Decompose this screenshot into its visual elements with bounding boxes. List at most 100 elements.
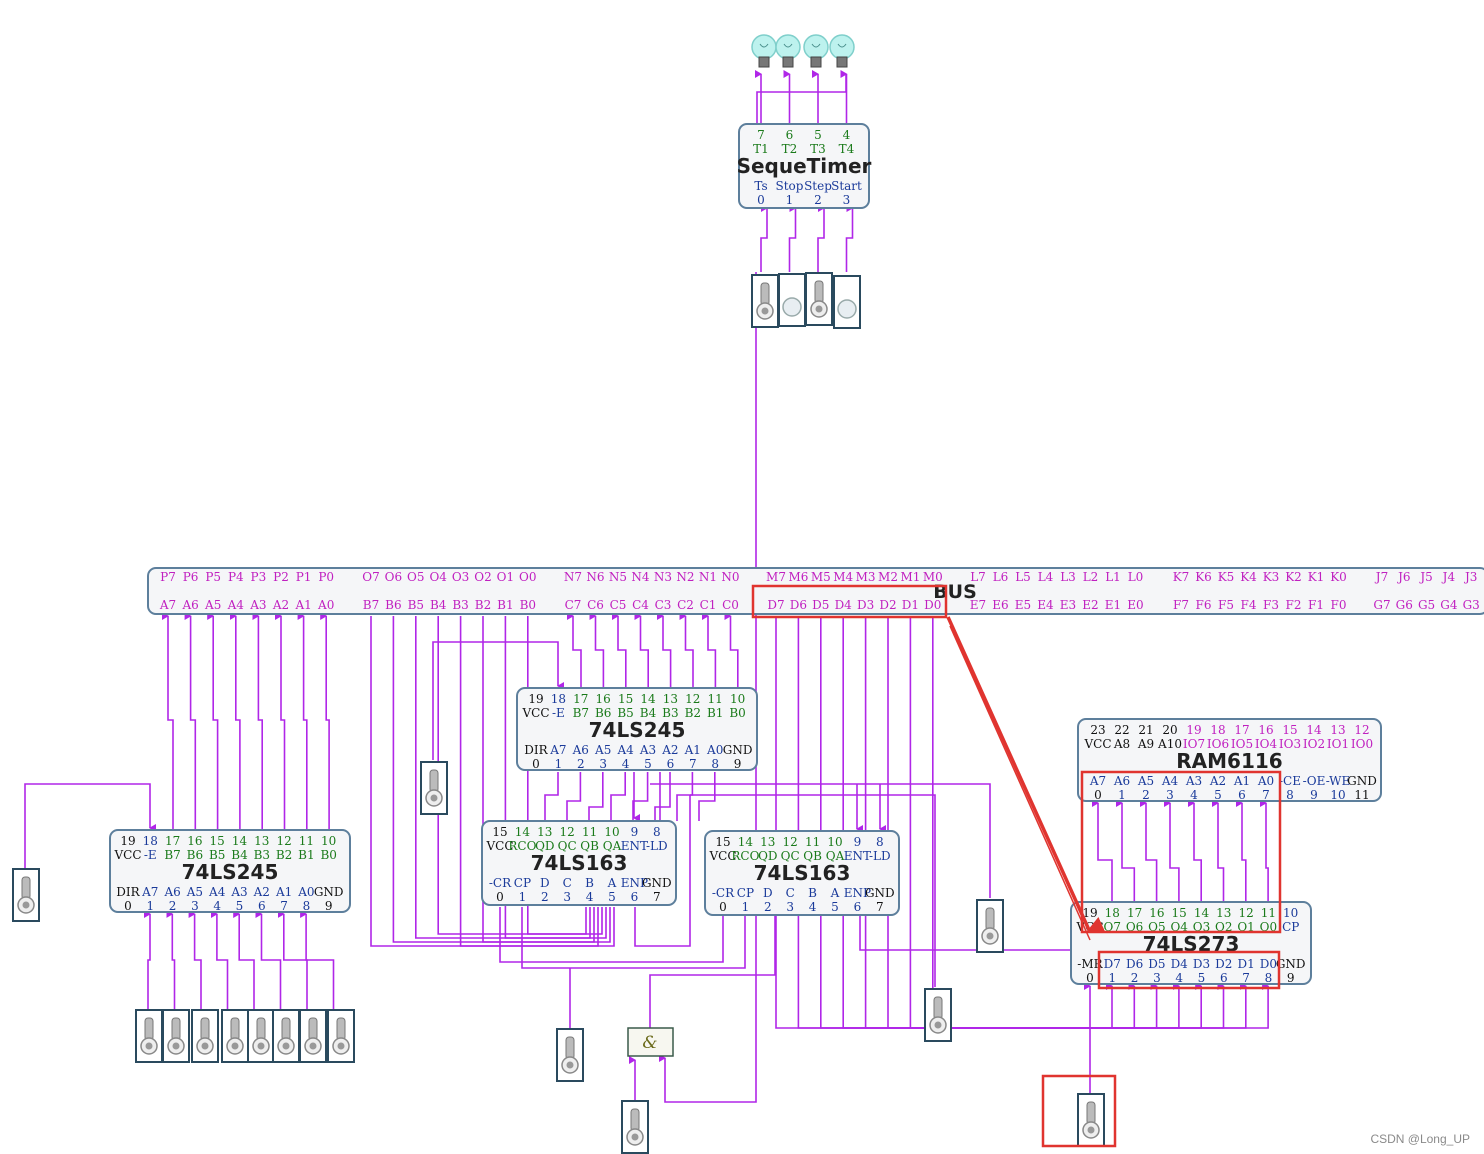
bus-bottom-pin-label: C7 — [565, 598, 582, 612]
ls163_a-pin-number: 14 — [515, 825, 531, 839]
ls163_b-pin-number: 4 — [809, 900, 817, 914]
ls163_a-pin-label: D — [540, 876, 550, 890]
ls245_mid-pin-label: A4 — [616, 743, 634, 757]
watermark: CSDN @Long_UP — [1370, 1132, 1470, 1146]
sequetimer-pin-number: 2 — [814, 193, 822, 207]
ls273-pin-label: D4 — [1171, 957, 1189, 971]
ls163_b-pin-number: 5 — [831, 900, 839, 914]
bus-bottom-pin-label: E0 — [1127, 598, 1143, 612]
bus-top-pin-label: N7 — [564, 570, 582, 584]
bus-top-pin-label: M6 — [788, 570, 808, 584]
push-button — [833, 275, 861, 329]
ls273-pin-number: 12 — [1238, 906, 1253, 920]
ls163_b-pin-number: 15 — [715, 835, 730, 849]
ls245_left-pin-label: B6 — [187, 848, 203, 862]
wire-and-out — [649, 916, 776, 1028]
ls163_a-pin-label: QB — [580, 839, 599, 853]
bus-title: BUS — [933, 581, 977, 603]
ls163_a-pin-label: -LD — [646, 839, 668, 853]
toggle-switch-data-in — [162, 1009, 190, 1063]
wire-bus-to-273 — [775, 616, 1113, 1029]
ls163_b-chip — [704, 830, 900, 916]
ls163_b-pin-number: 14 — [738, 835, 754, 849]
ram6116-pin-number: 22 — [1114, 723, 1129, 737]
wire-ctrl-right2 — [690, 794, 936, 987]
ls273-pin-number: 7 — [1242, 971, 1250, 985]
ls245_left-pin-label: B0 — [320, 848, 336, 862]
ls163_b-pin-label: B — [808, 886, 817, 900]
light-bulb-icon — [775, 34, 801, 68]
wire-enp-b — [859, 916, 1070, 951]
bus-bottom-pin-label: E5 — [1015, 598, 1031, 612]
ls245_mid-pin-number: 12 — [685, 692, 700, 706]
ls273-pin-label: D7 — [1104, 957, 1121, 971]
ls245_left-pin-number: 19 — [120, 834, 135, 848]
ram6116-pin-number: 16 — [1258, 723, 1273, 737]
bus-bottom-pin-label: E7 — [970, 598, 986, 612]
push-button — [778, 273, 806, 327]
ls245_mid-pin-number: 0 — [532, 757, 540, 771]
ls273-pin-number: 15 — [1172, 906, 1187, 920]
bus-bottom-pin-label: A6 — [181, 598, 198, 612]
ls163_a-pin-number: 0 — [496, 890, 504, 904]
bus-top-pin-label: P2 — [273, 570, 289, 584]
bus-bottom-pin-label: B4 — [430, 598, 447, 612]
wire-enable-left — [24, 783, 156, 870]
ls245_left-pin-label: B4 — [231, 848, 248, 862]
bus-bottom-pin-label: B1 — [497, 598, 513, 612]
bus — [147, 567, 1484, 615]
ls163_a-pin-label: ENP — [621, 876, 648, 890]
light-bulb-icon — [829, 34, 855, 68]
ls163_b-pin-label: A — [830, 886, 840, 900]
bus-bottom-pin-label: B0 — [520, 598, 536, 612]
bus-bottom-pin-label: D5 — [812, 598, 829, 612]
ls163_b-pin-label: D — [763, 886, 773, 900]
ram6116-pin-number: 1 — [1118, 788, 1126, 802]
ls163_a-pin-number: 10 — [604, 825, 619, 839]
wire-switch-to-245left — [144, 910, 151, 1010]
bus-bottom-pin-label: D4 — [835, 598, 853, 612]
ram6116-chip — [1077, 718, 1382, 802]
bus-bottom-pin-label: D7 — [767, 598, 784, 612]
bus-bottom-pin-label: G3 — [1463, 598, 1480, 612]
ls245_mid-pin-label: GND — [723, 743, 753, 757]
ls245_left-chip — [109, 829, 351, 913]
bus-bottom-pin-label: A4 — [227, 598, 245, 612]
ls245_mid-pin-number: 4 — [622, 757, 630, 771]
ls273-pin-number: 16 — [1149, 906, 1164, 920]
ls163_a-pin-number: 13 — [537, 825, 552, 839]
bus-top-pin-label: K6 — [1195, 570, 1212, 584]
sequetimer-pin-number: 3 — [843, 193, 851, 207]
ls245_left-pin-label: A1 — [275, 885, 292, 899]
ls245_mid-pin-number: 16 — [596, 692, 611, 706]
wire-163-to-245mid — [654, 772, 671, 821]
ls163_b-pin-label: CP — [737, 886, 754, 900]
bus-bottom-pin-label: G5 — [1418, 598, 1435, 612]
bus-bottom-pin-label: B5 — [408, 598, 424, 612]
ls273-pin-label: D0 — [1260, 957, 1277, 971]
bus-top-pin-label: N0 — [721, 570, 739, 584]
ls163_a-pin-number: 8 — [653, 825, 661, 839]
ram6116-pin-number: 10 — [1330, 788, 1345, 802]
sequetimer-pin-number: 7 — [757, 128, 765, 142]
bus-top-pin-label: M3 — [856, 570, 876, 584]
wire-bus-to-163a — [459, 616, 599, 947]
ls245_left-pin-label: A2 — [253, 885, 270, 899]
bus-top-pin-label: L0 — [1128, 570, 1144, 584]
component-layer: & — [12, 34, 1105, 1154]
ls163_b-pin-number: 12 — [783, 835, 798, 849]
ls245_mid-pin-label: B7 — [573, 706, 589, 720]
wire-switch-to-timer — [788, 204, 797, 272]
ram6116-pin-number: 7 — [1262, 788, 1270, 802]
ls245_mid-pin-label: A6 — [572, 743, 589, 757]
ls245_left-pin-number: 12 — [276, 834, 291, 848]
ram6116-pin-label: GND — [1347, 774, 1377, 788]
wire-enp — [634, 795, 691, 947]
ls245_left-pin-number: 13 — [254, 834, 269, 848]
bus-bottom-pin-label: E1 — [1105, 598, 1121, 612]
bus-top-pin-label: N5 — [609, 570, 627, 584]
ls245_left-pin-number: 11 — [299, 834, 314, 848]
ram6116-pin-number: 18 — [1210, 723, 1225, 737]
toggle-switch-data-in — [247, 1009, 275, 1063]
wire-273-to-ram — [1212, 799, 1225, 916]
